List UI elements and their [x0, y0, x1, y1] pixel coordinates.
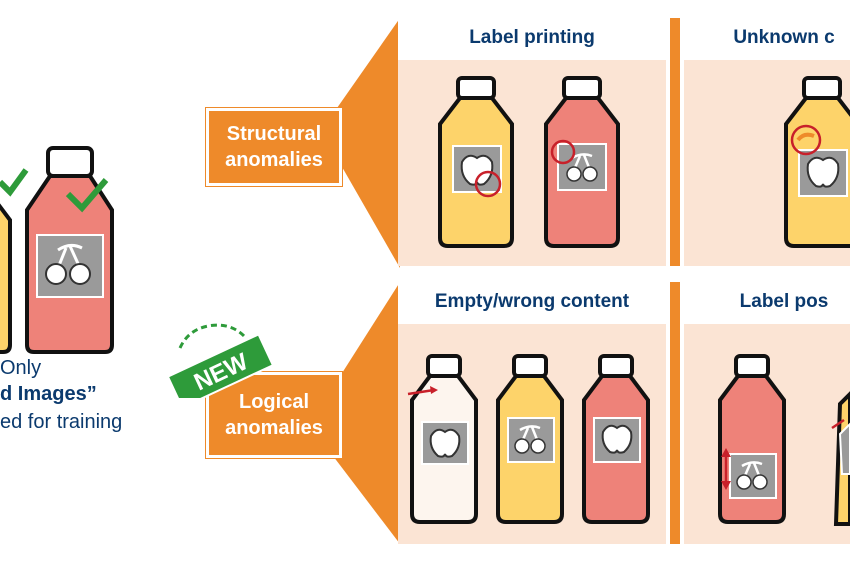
yellow-bottle [784, 76, 850, 248]
panel-unknown: Unknown c [684, 18, 850, 266]
cherry-icon [566, 153, 598, 182]
apple-icon [601, 424, 633, 454]
structural-anomalies-label: Structural anomalies [206, 108, 342, 186]
panel-title: Unknown c [684, 18, 850, 60]
badge-seal-outline [178, 323, 246, 349]
panel-title: Empty/wrong content [398, 282, 666, 324]
cherry-icon [514, 425, 546, 454]
vertical-shift-arrow [721, 448, 731, 490]
logical-line2: anomalies [225, 417, 323, 439]
stain-mark [796, 132, 815, 142]
structural-line2: anomalies [225, 149, 323, 171]
apple-icon [429, 428, 461, 458]
red-bottle [582, 354, 650, 524]
defect-marker [790, 124, 822, 156]
panel-empty-wrong-content: Empty/wrong content [398, 282, 666, 544]
new-badge: NEW [166, 323, 275, 398]
defect-marker [550, 139, 576, 165]
panel-label-printing: Label printing [398, 18, 666, 266]
panel-divider [670, 282, 680, 544]
label-position-bottles [718, 354, 850, 526]
structural-line1: Structural [226, 123, 322, 145]
defect-marker [474, 170, 502, 198]
left-caption-line1: Only [0, 357, 42, 379]
logical-line1: Logical [238, 391, 309, 413]
left-caption-line2: d Images” [0, 383, 97, 405]
red-bottle [25, 146, 114, 354]
apple-icon [806, 156, 840, 188]
cherry-icon [736, 461, 768, 490]
red-bottle [544, 76, 620, 248]
logical-fan [330, 282, 400, 544]
yellow-bottle-partial [0, 203, 12, 354]
structural-fan [330, 18, 400, 268]
level-arrow [407, 388, 435, 396]
empty-wrong-bottles [407, 354, 650, 524]
empty-bottle [407, 354, 478, 524]
yellow-bottle [438, 76, 514, 248]
unknown-bottles [784, 76, 850, 248]
label-printing-bottles [438, 76, 620, 248]
panel-title: Label printing [398, 18, 666, 60]
yellow-bottle-partial [831, 391, 850, 526]
left-caption-line3: ed for training [0, 411, 123, 433]
panel-divider [670, 18, 680, 266]
checkmark-icon [65, 178, 109, 213]
left-bottles-illustration [0, 146, 114, 354]
yellow-bottle [496, 354, 564, 524]
panel-label-position: Label pos [684, 282, 850, 544]
checkmark-icon [0, 168, 29, 197]
red-bottle [718, 354, 786, 524]
cherry-icon [45, 243, 91, 285]
panel-title: Label pos [684, 282, 850, 324]
